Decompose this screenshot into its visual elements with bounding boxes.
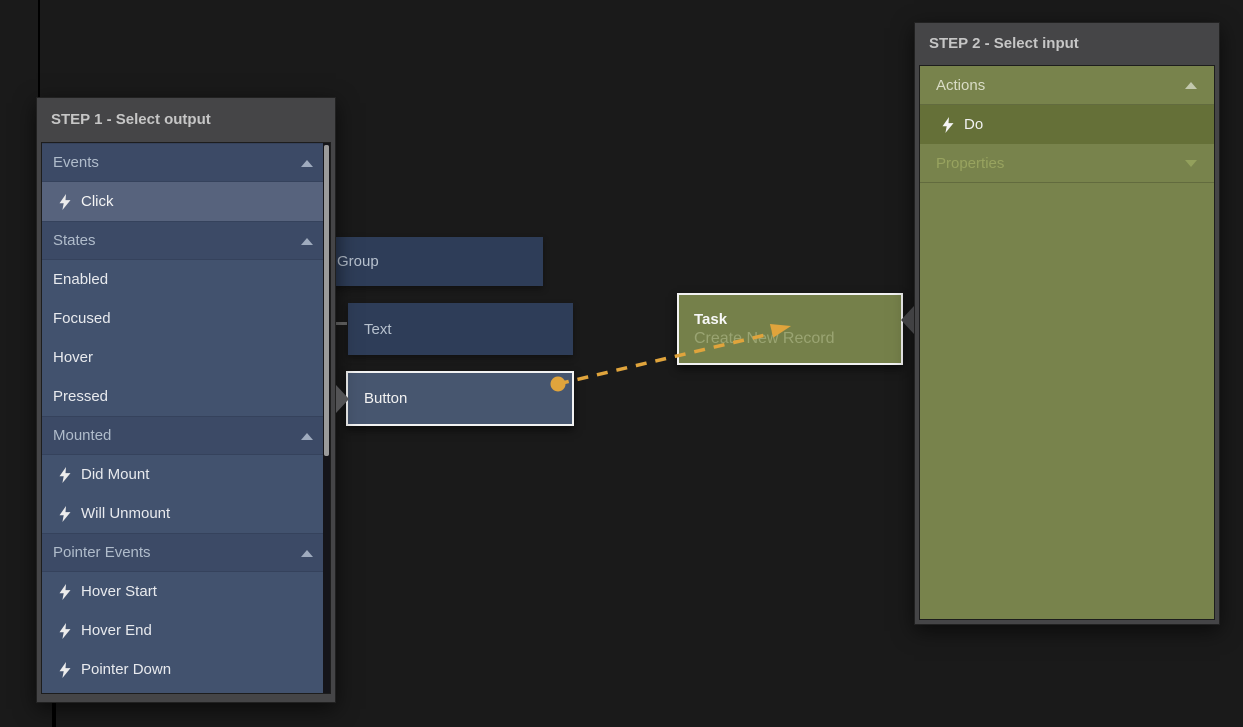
list-item-do[interactable]: Do (920, 105, 1214, 144)
list-item-label: Focused (53, 310, 111, 327)
collapse-arrow-icon[interactable] (301, 432, 313, 440)
lightning-icon (59, 466, 72, 483)
list-item-label: Will Unmount (81, 505, 171, 522)
node-label: Text (364, 320, 392, 338)
list-item-label: Hover End (81, 622, 152, 639)
list-item-label: Did Mount (81, 466, 150, 483)
node-group[interactable]: Group (296, 237, 543, 286)
section-label: Pointer Events (53, 544, 151, 561)
section-label: Mounted (53, 427, 112, 444)
list-item-hover-end[interactable]: Hover End (42, 611, 330, 650)
collapse-arrow-icon[interactable] (1185, 82, 1197, 89)
list-item-focused[interactable]: Focused (42, 299, 330, 338)
step1-pointer-arrow-icon (336, 385, 349, 413)
scrollbar-track[interactable] (323, 143, 330, 693)
scrollbar-thumb[interactable] (324, 145, 329, 456)
collapse-arrow-icon[interactable] (301, 237, 313, 245)
list-item-hover[interactable]: Hover (42, 338, 330, 377)
step2-pointer-arrow-icon (901, 306, 914, 334)
node-button[interactable]: Button (346, 371, 574, 426)
step1-panel-title: STEP 1 - Select output (51, 110, 211, 128)
expand-arrow-icon[interactable] (1185, 160, 1197, 167)
list-item-pointer-down[interactable]: Pointer Down (42, 650, 330, 689)
list-item-will-unmount[interactable]: Will Unmount (42, 494, 330, 533)
list-item-label: Pressed (53, 388, 109, 405)
node-task[interactable]: Task Create New Record (677, 293, 903, 365)
wire-vertical-bottom (52, 703, 56, 727)
section-row-properties[interactable]: Properties (920, 144, 1214, 183)
list-item-label: Do (964, 116, 984, 133)
section-row-mounted[interactable]: Mounted (42, 416, 330, 455)
node-label: Button (364, 390, 408, 407)
section-row-pointer-events[interactable]: Pointer Events (42, 533, 330, 572)
list-item-did-mount[interactable]: Did Mount (42, 455, 330, 494)
section-label: States (53, 232, 96, 249)
list-item-label: Pointer Down (81, 661, 172, 678)
collapse-arrow-icon[interactable] (301, 549, 313, 557)
lightning-icon (59, 583, 72, 600)
list-item-pressed[interactable]: Pressed (42, 377, 330, 416)
step2-panel-title: STEP 2 - Select input (929, 34, 1079, 52)
list-item-hover-start[interactable]: Hover Start (42, 572, 330, 611)
list-item-label: Enabled (53, 271, 109, 288)
wire-stub (336, 322, 347, 325)
lightning-icon (59, 505, 72, 522)
step2-input-list[interactable]: Actions Do Properties (919, 65, 1215, 620)
lightning-icon (942, 116, 955, 133)
section-row-states[interactable]: States (42, 221, 330, 260)
section-row-actions[interactable]: Actions (920, 66, 1214, 105)
step1-panel: STEP 1 - Select output Events Click Stat… (36, 97, 336, 703)
list-item-enabled[interactable]: Enabled (42, 260, 330, 299)
collapse-arrow-icon[interactable] (301, 159, 313, 167)
list-item-click[interactable]: Click (42, 182, 330, 221)
node-label: Group (337, 253, 379, 270)
step1-output-list[interactable]: Events Click States Enabled Focused Hove… (41, 142, 331, 694)
list-item-label: Click (81, 193, 114, 210)
wire-vertical-top (38, 0, 40, 97)
node-text[interactable]: Text (348, 303, 573, 355)
section-label: Actions (936, 76, 986, 94)
section-label: Properties (936, 154, 1005, 172)
list-item-label: Hover (53, 349, 94, 366)
lightning-icon (59, 661, 72, 678)
lightning-icon (59, 622, 72, 639)
step2-panel: STEP 2 - Select input Actions Do Propert… (914, 22, 1220, 625)
section-row-events[interactable]: Events (42, 143, 330, 182)
list-item-label: Hover Start (81, 583, 157, 600)
node-subtitle: Create New Record (694, 329, 835, 347)
node-title: Task (694, 310, 728, 328)
section-label: Events (53, 154, 99, 171)
lightning-icon (59, 193, 72, 210)
